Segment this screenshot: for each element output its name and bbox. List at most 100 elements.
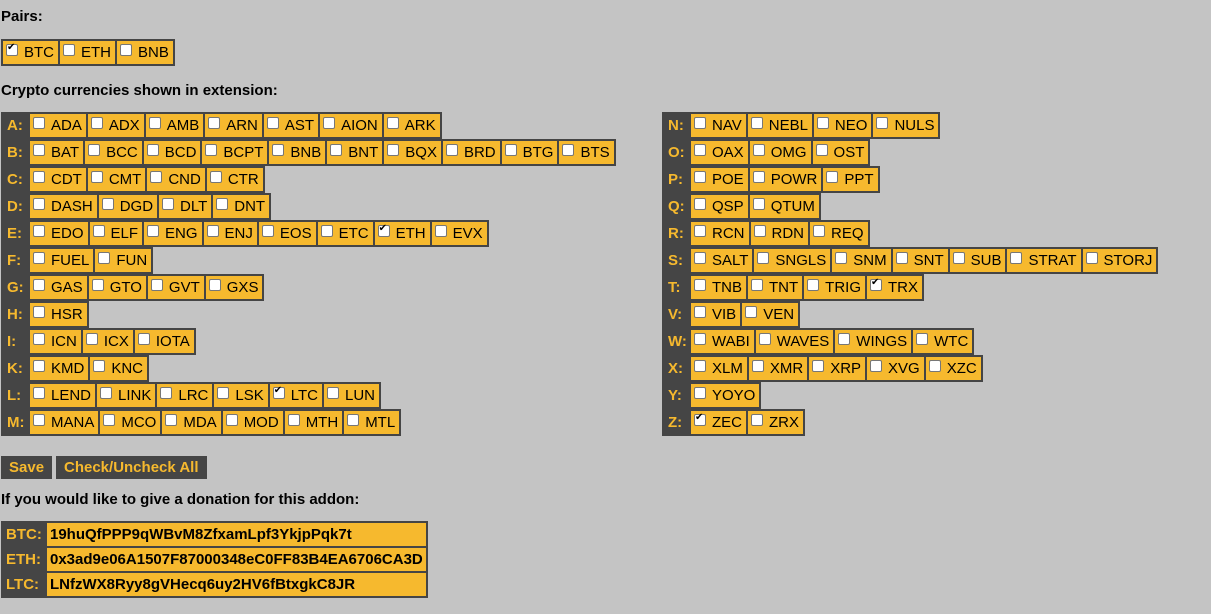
checkbox-edo[interactable] [33,224,45,237]
checkbox-iota[interactable] [137,332,150,345]
currency-mana[interactable]: MANA [30,411,99,434]
currency-elf[interactable]: ELF [89,222,143,245]
checkbox-powr[interactable] [752,170,765,183]
checkbox-trig[interactable] [807,278,820,291]
checkbox-enj[interactable] [206,224,219,237]
checkbox-fun[interactable] [98,251,111,264]
currency-gto[interactable]: GTO [88,276,146,299]
check-uncheck-all-button[interactable]: Check/Uncheck All [56,456,207,479]
checkbox-nuls[interactable] [876,116,889,129]
currency-xlm[interactable]: XLM [691,357,747,380]
currency-bcd[interactable]: BCD [143,141,201,164]
currency-neo[interactable]: NEO [813,114,872,137]
currency-mtl[interactable]: MTL [344,411,400,434]
checkbox-elf[interactable] [92,224,105,237]
currency-adx[interactable]: ADX [87,114,144,137]
checkbox-btg[interactable] [504,143,517,156]
checkbox-omg[interactable] [752,143,765,156]
currency-poe[interactable]: POE [691,168,748,191]
checkbox-bcc[interactable] [88,143,101,156]
checkbox-qsp[interactable] [694,197,706,210]
checkbox-mda[interactable] [165,413,178,426]
checkbox-ltc[interactable] [272,385,285,399]
checkbox-mod[interactable] [225,413,238,426]
checkbox-poe[interactable] [694,170,706,183]
checkbox-cmt[interactable] [90,170,103,183]
currency-rcn[interactable]: RCN [691,222,749,245]
currency-hsr[interactable]: HSR [30,303,87,326]
checkbox-xzc[interactable] [928,359,941,372]
checkbox-oax[interactable] [694,143,706,156]
checkbox-adx[interactable] [90,116,103,129]
checkbox-eth[interactable] [377,223,390,237]
checkbox-xrp[interactable] [812,359,825,372]
currency-ppt[interactable]: PPT [823,168,878,191]
currency-strat[interactable]: STRAT [1007,249,1081,272]
currency-xrp[interactable]: XRP [809,357,866,380]
checkbox-arn[interactable] [208,116,221,129]
checkbox-vib[interactable] [694,305,706,318]
currency-bnt[interactable]: BNT [327,141,383,164]
checkbox-ast[interactable] [266,116,279,129]
currency-rdn[interactable]: RDN [750,222,808,245]
currency-storj[interactable]: STORJ [1082,249,1157,272]
checkbox-ost[interactable] [815,143,828,156]
checkbox-neo[interactable] [816,116,829,129]
currency-sub[interactable]: SUB [949,249,1006,272]
currency-brd[interactable]: BRD [442,141,500,164]
currency-bcpt[interactable]: BCPT [202,141,268,164]
currency-aion[interactable]: AION [320,114,382,137]
checkbox-gxs[interactable] [208,278,221,291]
checkbox-mco[interactable] [103,413,116,426]
checkbox-etc[interactable] [320,224,333,237]
currency-lsk[interactable]: LSK [214,384,268,407]
checkbox-tnb[interactable] [694,278,706,291]
currency-mod[interactable]: MOD [222,411,283,434]
currency-zrx[interactable]: ZRX [748,411,803,434]
checkbox-gas[interactable] [33,278,45,291]
donation-address[interactable]: 19huQfPPP9qWBvM8ZfxamLpf3YkjpPqk7t [47,523,426,546]
currency-snt[interactable]: SNT [892,249,948,272]
checkbox-gto[interactable] [91,278,104,291]
currency-bcc[interactable]: BCC [85,141,142,164]
checkbox-bnt[interactable] [330,143,343,156]
currency-ast[interactable]: AST [263,114,319,137]
checkbox-amb[interactable] [148,116,161,129]
currency-mth[interactable]: MTH [284,411,343,434]
checkbox-zec[interactable] [694,412,706,426]
checkbox-bcpt[interactable] [205,143,218,156]
checkbox-icn[interactable] [33,332,45,345]
currency-wabi[interactable]: WABI [691,330,754,353]
checkbox-mana[interactable] [33,413,45,426]
checkbox-cnd[interactable] [150,170,163,183]
currency-btg[interactable]: BTG [501,141,558,164]
currency-ada[interactable]: ADA [30,114,86,137]
checkbox-hsr[interactable] [33,305,45,318]
currency-knc[interactable]: KNC [90,357,148,380]
currency-bts[interactable]: BTS [559,141,614,164]
checkbox-zrx[interactable] [751,413,763,426]
currency-ost[interactable]: OST [812,141,869,164]
currency-omg[interactable]: OMG [749,141,811,164]
currency-gvt[interactable]: GVT [147,276,204,299]
currency-mco[interactable]: MCO [100,411,161,434]
currency-dash[interactable]: DASH [30,195,97,218]
currency-lrc[interactable]: LRC [157,384,213,407]
currency-waves[interactable]: WAVES [755,330,834,353]
donation-address[interactable]: 0x3ad9e06A1507F87000348eC0FF83B4EA6706CA… [47,548,426,571]
currency-powr[interactable]: POWR [749,168,822,191]
checkbox-gvt[interactable] [150,278,163,291]
currency-qsp[interactable]: QSP [691,195,748,218]
checkbox-icx[interactable] [85,332,98,345]
currency-nuls[interactable]: NULS [873,114,939,137]
checkbox-dgd[interactable] [101,197,114,210]
save-button[interactable]: Save [1,456,53,479]
currency-enj[interactable]: ENJ [203,222,257,245]
currency-dgd[interactable]: DGD [98,195,158,218]
currency-ltc[interactable]: LTC [269,384,322,407]
currency-eng[interactable]: ENG [144,222,202,245]
currency-cnd[interactable]: CND [147,168,205,191]
checkbox-yoyo[interactable] [694,386,706,399]
checkbox-snt[interactable] [895,251,908,264]
currency-xzc[interactable]: XZC [925,357,981,380]
